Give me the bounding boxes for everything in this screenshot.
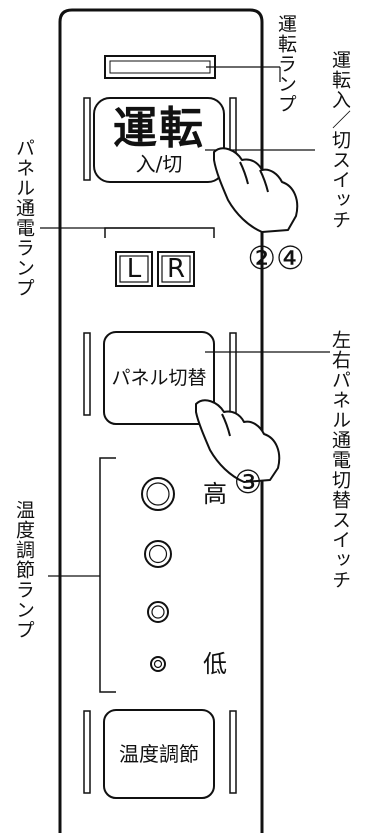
temp-high-label: 高: [203, 480, 227, 508]
run-lamp-label: 運転ランプ: [275, 14, 297, 114]
run-lamp: [104, 55, 216, 79]
run-switch-label: 運転入／切スイッチ: [329, 50, 351, 230]
temp-lamp-level-3: [144, 540, 172, 568]
left-lamp-label: L: [126, 254, 142, 284]
panel-switch-button[interactable]: [103, 331, 215, 425]
temp-lamp-level-1: [150, 656, 166, 672]
pointing-hand-icon: [213, 147, 299, 233]
run-button[interactable]: [93, 97, 225, 183]
step-number-run: ②④: [247, 239, 305, 277]
panel-switch-label: 左右パネル通電切替スイッチ: [329, 330, 351, 590]
right-panel-lamp: [157, 251, 195, 287]
step-number-panel: ③: [233, 463, 263, 501]
temp-lamp-level-2: [147, 601, 169, 623]
temp-lamp-label: 温度調節ランプ: [13, 500, 35, 640]
panel-lamp-label: パネル通電ランプ: [13, 138, 35, 298]
temp-low-label: 低: [203, 650, 227, 678]
left-panel-lamp: [115, 251, 153, 287]
temp-button-label: 温度調節: [119, 742, 199, 766]
panel-lamp-bracket: [104, 227, 215, 238]
right-lamp-label: R: [166, 254, 186, 284]
temp-button[interactable]: [103, 709, 215, 799]
panel-switch-button-label: パネル切替: [111, 367, 207, 389]
run-button-label: 運転: [113, 103, 205, 154]
pointing-hand-icon-2: [195, 399, 281, 483]
run-button-sublabel: 入/切: [135, 152, 183, 176]
control-panel-body: [58, 8, 264, 833]
temp-lamp-bracket: [99, 457, 116, 693]
